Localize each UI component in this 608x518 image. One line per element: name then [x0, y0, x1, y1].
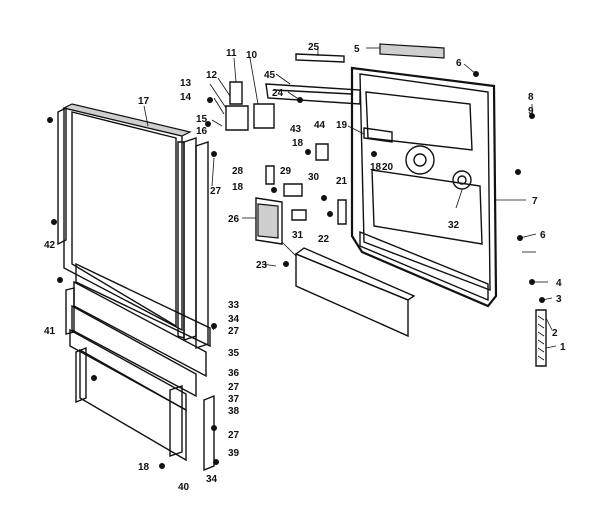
label-7: 7	[532, 196, 538, 207]
label-37: 37	[228, 394, 240, 405]
label-28: 28	[232, 166, 244, 177]
label-1: 1	[560, 342, 566, 353]
label-27c: 27	[228, 382, 240, 393]
left-trim-strip	[57, 106, 67, 246]
detergent-dispenser	[363, 127, 472, 190]
label-13: 13	[180, 78, 192, 89]
label-42: 42	[44, 240, 56, 251]
label-14: 14	[180, 92, 192, 103]
label-16: 16	[196, 126, 208, 137]
leader-lines	[143, 47, 557, 349]
vent-strip	[295, 53, 345, 63]
label-5: 5	[354, 44, 360, 55]
nameplate-badge	[379, 43, 445, 59]
label-2: 2	[552, 328, 558, 339]
label-22: 22	[318, 234, 330, 245]
label-34a: 34	[228, 314, 240, 325]
bottom-panel-assembly	[65, 262, 215, 472]
part-number-labels: 1 2 3 4 5 6 7 8 6 10 11 12 13 14 15 16 1…	[44, 42, 566, 493]
label-39: 39	[228, 448, 240, 459]
label-18d: 18	[138, 462, 150, 473]
label-25: 25	[308, 42, 320, 53]
label-36: 36	[228, 368, 240, 379]
switch-actuator	[265, 143, 347, 225]
label-30: 30	[308, 172, 320, 183]
screw-fasteners	[47, 71, 545, 469]
label-32: 32	[448, 220, 460, 231]
label-27b: 27	[228, 326, 240, 337]
label-20: 20	[382, 162, 394, 173]
label-19: 19	[336, 120, 348, 131]
label-43: 43	[290, 124, 302, 135]
label-6b: 6	[456, 58, 462, 69]
label-11: 11	[226, 48, 237, 59]
inner-door-liner	[350, 66, 498, 308]
label-41: 41	[44, 326, 56, 337]
label-8: 8	[528, 92, 534, 103]
lower-kick-strip	[294, 247, 416, 338]
label-27a: 27	[210, 186, 222, 197]
latch-housing	[255, 197, 283, 245]
hinge-bracket	[225, 81, 275, 131]
label-4: 4	[556, 278, 562, 289]
label-21: 21	[336, 176, 348, 187]
label-31: 31	[292, 230, 304, 241]
label-44: 44	[314, 120, 326, 131]
label-24: 24	[272, 88, 284, 99]
label-3: 3	[556, 294, 562, 305]
label-18a: 18	[292, 138, 304, 149]
label-38: 38	[228, 406, 240, 417]
label-9: 9	[528, 106, 534, 117]
label-29: 29	[280, 166, 292, 177]
label-35: 35	[228, 348, 240, 359]
label-17: 17	[138, 96, 150, 107]
label-27d: 27	[228, 430, 240, 441]
label-40: 40	[178, 482, 190, 493]
label-45: 45	[264, 70, 276, 81]
label-18c: 18	[370, 162, 382, 173]
outer-door-panel	[62, 103, 192, 332]
label-6a: 6	[540, 230, 546, 241]
label-10: 10	[246, 50, 258, 61]
label-34b: 34	[206, 474, 218, 485]
door-spring	[535, 309, 547, 367]
vent-bar	[265, 83, 361, 105]
label-15: 15	[196, 114, 208, 125]
label-33: 33	[228, 300, 240, 311]
label-12: 12	[206, 70, 218, 81]
label-18b: 18	[232, 182, 244, 193]
label-26: 26	[228, 214, 240, 225]
right-side-trim	[177, 137, 209, 349]
label-23: 23	[256, 260, 268, 271]
